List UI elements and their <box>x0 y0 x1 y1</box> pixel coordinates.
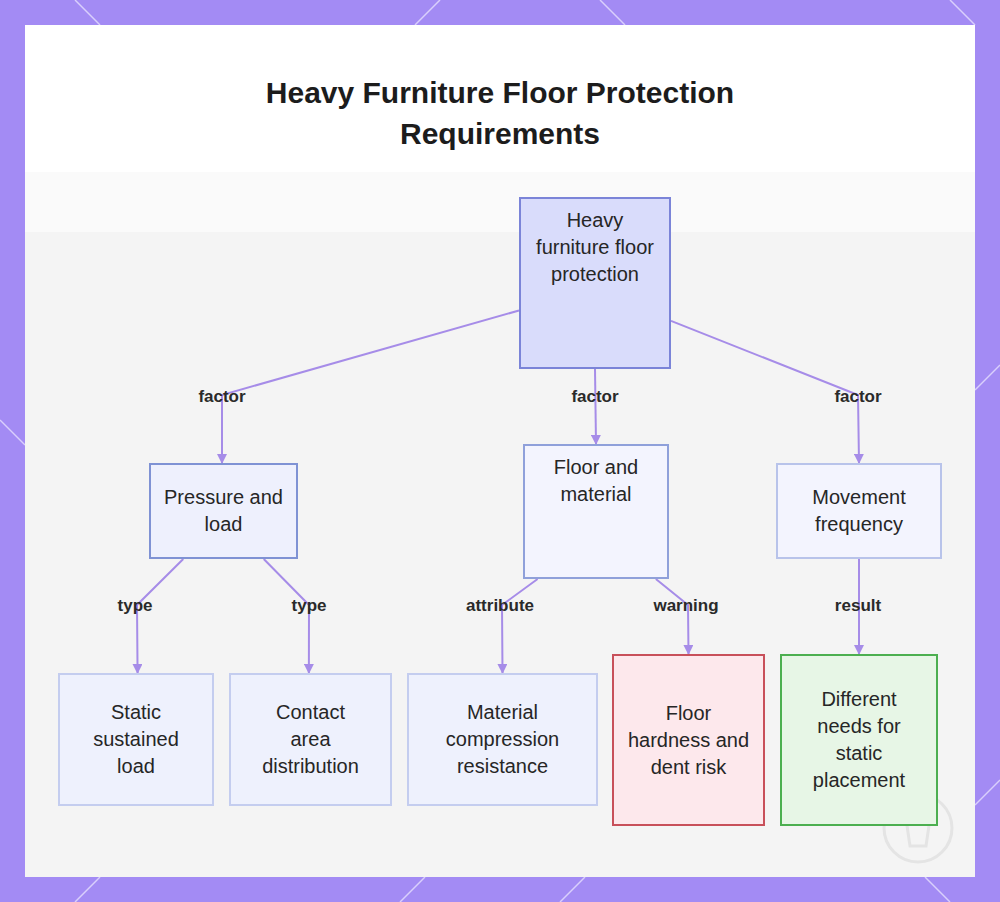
deco-line <box>950 0 975 25</box>
deco-line <box>600 0 625 25</box>
edge-label: factor <box>834 387 881 407</box>
deco-line <box>560 877 585 902</box>
background-photo-band <box>25 172 975 232</box>
deco-line <box>75 877 100 902</box>
panel <box>25 25 975 877</box>
deco-line <box>0 420 25 445</box>
deco-line <box>925 877 950 902</box>
connector-arrow <box>671 321 859 463</box>
process-box: Floor and material <box>523 444 669 579</box>
process-box: Different needs for static placement <box>780 654 938 826</box>
process-box: Heavy furniture floor protection <box>519 197 671 369</box>
deco-line <box>975 365 1000 390</box>
node-text: Floor hardness and dent risk <box>626 700 751 781</box>
edge-label: attribute <box>466 596 534 616</box>
deco-line <box>400 877 425 902</box>
edge-label: type <box>292 596 327 616</box>
node-text: Static sustained load <box>72 699 200 780</box>
deco-line <box>975 780 1000 805</box>
connector-arrow <box>222 311 519 463</box>
connector-arrow <box>595 369 596 444</box>
node-text: Pressure and load <box>161 484 286 538</box>
node-text: Heavy furniture floor protection <box>531 207 659 288</box>
process-box: Material compression resistance <box>407 673 598 806</box>
background-photo <box>25 172 975 877</box>
connector-arrow <box>264 559 309 673</box>
deco-line <box>75 0 100 25</box>
edge-label: factor <box>571 387 618 407</box>
process-box: Contact area distribution <box>229 673 392 806</box>
connector-arrow <box>137 559 183 673</box>
process-box: Movement frequency <box>776 463 942 559</box>
node-text: Contact area distribution <box>255 699 366 780</box>
node-text: Floor and material <box>535 454 657 508</box>
node-text: Material compression resistance <box>419 699 586 780</box>
process-box: Static sustained load <box>58 673 214 806</box>
edge-label: result <box>835 596 881 616</box>
edge-label: type <box>118 596 153 616</box>
connector-arrow <box>656 579 689 654</box>
node-text: Movement frequency <box>788 484 930 538</box>
connector-arrow <box>502 579 538 673</box>
node-text: Different needs for static placement <box>794 686 924 794</box>
diagram-title: Heavy Furniture Floor Protection Require… <box>200 72 800 154</box>
edge-label: factor <box>198 387 245 407</box>
edge-label: warning <box>653 596 718 616</box>
process-box: Pressure and load <box>149 463 298 559</box>
process-box: Floor hardness and dent risk <box>612 654 765 826</box>
deco-line <box>415 0 440 25</box>
